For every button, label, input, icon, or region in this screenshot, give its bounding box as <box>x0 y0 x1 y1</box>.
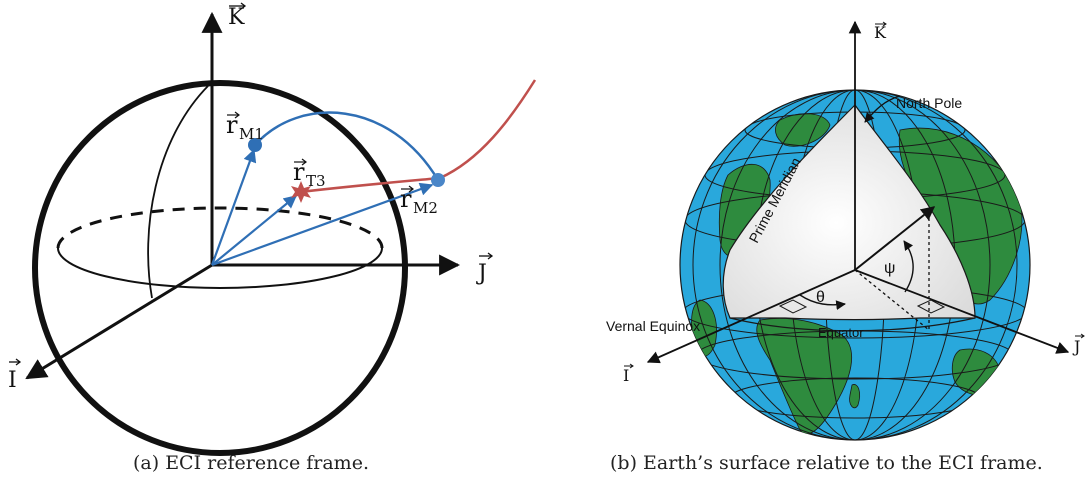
meridian-arc <box>147 85 209 299</box>
equator-front <box>57 247 383 289</box>
axis-i-line-b <box>646 269 856 364</box>
label-rt3: r T3 <box>293 158 326 190</box>
vector-rt3 <box>211 195 298 266</box>
psi-arc <box>903 240 914 293</box>
label-rm2: r M2 <box>400 185 438 217</box>
caption-b: (b) Earth’s surface relative to the ECI … <box>610 452 1043 474</box>
axis-i-label: I <box>8 358 22 393</box>
target-trajectory <box>299 79 537 194</box>
theta-label: θ <box>816 289 825 306</box>
svg-text:K: K <box>874 23 887 42</box>
svg-text:M1: M1 <box>239 125 264 143</box>
position-vector <box>854 206 936 271</box>
label-rm1: r M1 <box>226 111 264 143</box>
equator-cut <box>729 317 976 332</box>
point-t3 <box>291 181 311 203</box>
vernal-equinox-label: Vernal Equinox <box>606 318 700 334</box>
psi-label: ψ <box>884 260 895 277</box>
axis-j-label: J <box>476 252 494 286</box>
axis-i-label-b: I <box>623 363 634 385</box>
point-m1 <box>248 138 262 152</box>
svg-text:K: K <box>228 5 245 30</box>
theta-arc <box>799 294 846 311</box>
landmass-africa <box>756 317 853 435</box>
interceptor-arc <box>254 111 440 181</box>
vector-rm1 <box>210 148 257 266</box>
projection-equatorial <box>854 269 930 331</box>
north-pole-pointer <box>864 95 901 123</box>
caption-a: (a) ECI reference frame. <box>133 452 369 474</box>
point-m2 <box>431 173 445 187</box>
figure-a-eci-frame: K J I r M1 r T3 r M2 <box>8 2 537 456</box>
axis-k-label-b: K <box>874 21 887 42</box>
equator-label: Equator <box>818 325 864 340</box>
vector-rm2 <box>211 182 434 267</box>
north-pole-label: North Pole <box>896 95 962 111</box>
axis-j-label-b: J <box>1072 333 1085 356</box>
landmass-madagascar <box>849 384 860 409</box>
svg-text:T3: T3 <box>306 172 326 190</box>
figure-b-earth-frame: K J I North Pole Prime Meridian Vernal E… <box>606 20 1085 441</box>
sphere-outline <box>32 80 408 456</box>
cutaway-wedge <box>722 104 976 321</box>
svg-text:J: J <box>476 261 487 286</box>
axis-i-line <box>25 263 213 380</box>
svg-text:J: J <box>1072 337 1080 356</box>
axis-j-line-b <box>854 269 1070 354</box>
equator-back <box>56 206 384 249</box>
svg-text:I: I <box>8 368 17 393</box>
svg-text:I: I <box>623 366 629 385</box>
svg-text:M2: M2 <box>413 199 438 217</box>
axis-k-label: K <box>228 2 247 30</box>
